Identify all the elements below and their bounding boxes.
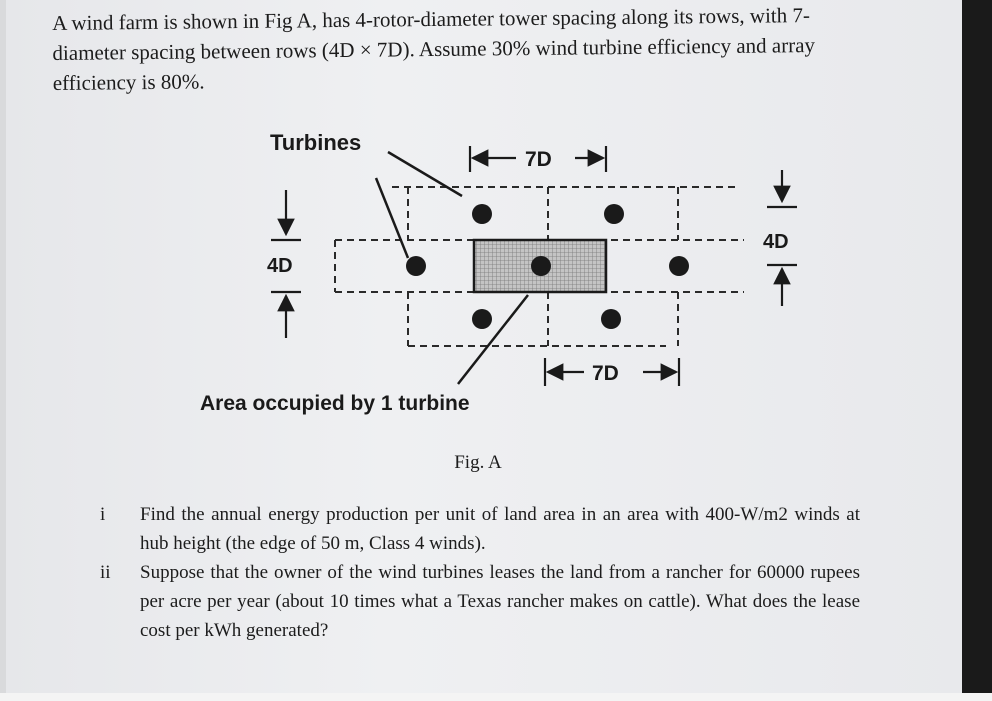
turbine-dot bbox=[472, 204, 492, 224]
dark-edge bbox=[962, 0, 992, 701]
dim-4d-right-label: 4D bbox=[763, 231, 789, 253]
turbine-dot bbox=[601, 309, 621, 329]
area-leader bbox=[457, 294, 529, 385]
bottom-strip bbox=[0, 693, 992, 701]
question-number: i bbox=[100, 504, 106, 525]
dimension-marks bbox=[271, 146, 797, 386]
question-text: Suppose that the owner of the wind turbi… bbox=[140, 562, 860, 641]
turbines-label: Turbines bbox=[270, 130, 361, 155]
turbine-dot bbox=[604, 204, 624, 224]
question-number: ii bbox=[100, 562, 111, 583]
figure-caption: Fig. A bbox=[454, 452, 502, 473]
dim-7d-top-label: 7D bbox=[525, 148, 552, 171]
turbines bbox=[406, 204, 689, 329]
dim-7d-bottom-label: 7D bbox=[592, 362, 619, 385]
turbine-dot bbox=[406, 256, 426, 276]
turbine-dot bbox=[669, 256, 689, 276]
question-text: Find the annual energy production per un… bbox=[140, 504, 860, 554]
document-page bbox=[6, 0, 962, 695]
turbines-leader-2 bbox=[374, 177, 410, 259]
turbine-dot bbox=[472, 309, 492, 329]
leader-lines bbox=[374, 150, 529, 385]
turbine-dot bbox=[531, 256, 551, 276]
dim-4d-left-label: 4D bbox=[267, 255, 293, 277]
area-occupied-label: Area occupied by 1 turbine bbox=[200, 392, 470, 415]
turbines-leader-1 bbox=[387, 150, 463, 198]
